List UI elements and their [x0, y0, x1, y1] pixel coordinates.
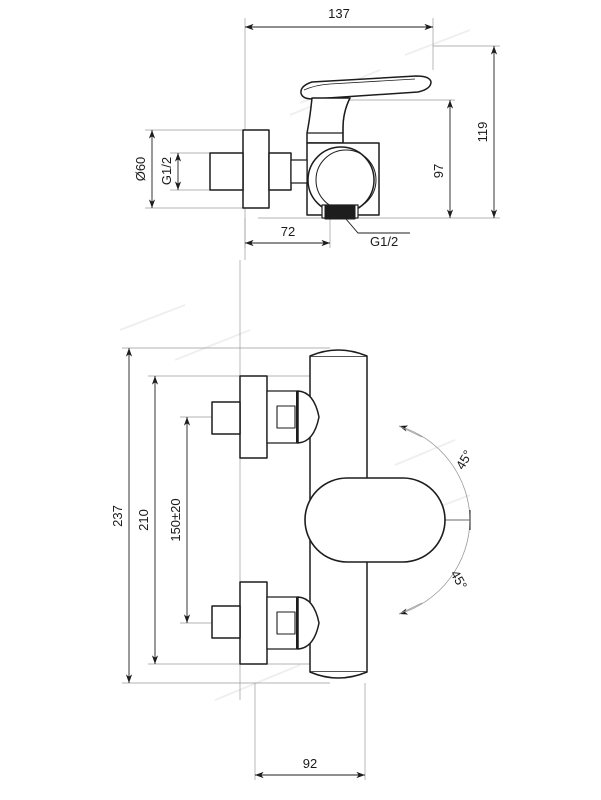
dim-g12-outlet-label: G1/2: [370, 234, 398, 249]
dim-diameter-60: Ø60: [133, 129, 156, 208]
inlet-nut: [268, 152, 292, 191]
outlet-thread: [324, 204, 356, 220]
angle-leader-lower: [398, 602, 423, 615]
dim-angle-lower-label: 45°: [447, 567, 470, 592]
handle-upper-knob: [211, 401, 241, 435]
body-cylinder-outer: [307, 146, 375, 214]
dim-diameter-60-label: Ø60: [133, 157, 148, 182]
wall-flange-side: [242, 129, 270, 209]
dim-150-tolerance: 150±20: [168, 416, 191, 623]
dim-72: 72: [244, 224, 330, 247]
inlet-connector: [290, 159, 308, 184]
dim-119: 119: [475, 45, 498, 218]
angle-arc-lower: [398, 519, 471, 615]
lever-plate-highlight: [303, 78, 416, 91]
side-view-outline: [209, 75, 432, 220]
dim-97: 97: [431, 99, 454, 218]
handle-upper-fairing: [297, 390, 320, 444]
front-view-outline: [211, 349, 446, 679]
handle-upper-flange: [239, 375, 268, 459]
handle-upper-inner-square: [276, 405, 296, 429]
swivel-spout-front: [304, 477, 446, 563]
lever-neck-inner: [342, 97, 351, 143]
angle-leader-upper: [398, 425, 423, 438]
handle-lower-knob: [211, 605, 241, 639]
dim-angle-upper-label: 45°: [453, 447, 476, 472]
dim-137-label: 137: [328, 6, 350, 21]
dim-92-label: 92: [303, 756, 317, 771]
dim-237: 237: [110, 347, 133, 683]
dim-92: 92: [254, 756, 365, 779]
dim-g12-left: G1/2: [159, 152, 182, 190]
handle-lower-fairing: [297, 596, 320, 650]
body-top-cap: [309, 349, 368, 357]
angle-arc-upper: [398, 425, 471, 521]
dim-237-label: 237: [110, 505, 125, 527]
body-bottom-cap: [309, 671, 368, 679]
lever-plate: [300, 75, 432, 100]
dim-72-label: 72: [281, 224, 295, 239]
dim-97-label: 97: [431, 164, 446, 178]
front-view-group: 237 210 150±20 92: [110, 260, 476, 780]
handle-lower-flange: [239, 581, 268, 665]
dim-210: 210: [136, 375, 159, 664]
dim-210-label: 210: [136, 509, 151, 531]
dim-119-label: 119: [475, 122, 490, 143]
dim-150-tolerance-label: 150±20: [168, 498, 183, 541]
handle-upper: [211, 375, 320, 459]
handle-lower-inner-square: [276, 611, 296, 635]
dim-g12-left-label: G1/2: [159, 157, 174, 185]
inlet-thread-stub: [209, 152, 244, 191]
side-view-group: 137 119 97 Ø60 G1/2: [133, 6, 500, 260]
dim-137: 137: [244, 6, 433, 31]
handle-lower: [211, 581, 320, 665]
